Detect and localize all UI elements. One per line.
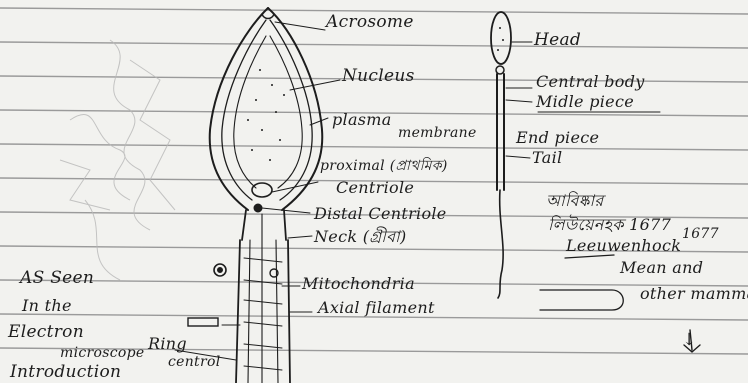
note-year: 1677	[682, 226, 719, 242]
label-head: Head	[534, 30, 581, 50]
label-acrosome: Acrosome	[326, 12, 414, 32]
label-distal-centriole: Distal Centriole	[314, 204, 447, 223]
label-proximal: proximal (প্রাথমিক)	[320, 154, 448, 178]
note-in-the: In the	[22, 296, 72, 315]
label-centriole: Centriole	[336, 178, 414, 197]
label-nucleus: Nucleus	[342, 66, 415, 86]
label-central-body: Central body	[536, 72, 645, 91]
note-leeuwenhoek-bn: লিউয়েনহক 1677	[548, 212, 671, 239]
label-mitochondria: Mitochondria	[302, 274, 415, 293]
label-tail: Tail	[532, 148, 562, 167]
label-centrol: centrol	[168, 354, 220, 370]
label-middle-piece: Midle piece	[536, 92, 634, 111]
note-as-seen: AS Seen	[20, 268, 94, 288]
note-discovery: আবিষ্কার	[546, 188, 603, 215]
note-microscope: microscope	[60, 345, 144, 361]
label-neck: Neck (গ্রীবা)	[314, 224, 407, 251]
note-other-mammals: other mammals.	[640, 284, 748, 303]
note-leeuwenhock: Leeuwenhock	[566, 236, 681, 255]
note-mean-and: Mean and	[620, 258, 703, 277]
note-introduction: Introduction	[10, 362, 121, 382]
label-membrane: membrane	[398, 125, 477, 141]
label-ring: Ring	[148, 334, 187, 353]
label-plasma: plasma	[332, 110, 392, 129]
down-arrow-icon: ↓	[682, 330, 697, 350]
label-axial-filament: Axial filament	[318, 298, 435, 317]
note-electron: Electron	[8, 322, 84, 342]
label-end-piece: End piece	[516, 128, 599, 147]
